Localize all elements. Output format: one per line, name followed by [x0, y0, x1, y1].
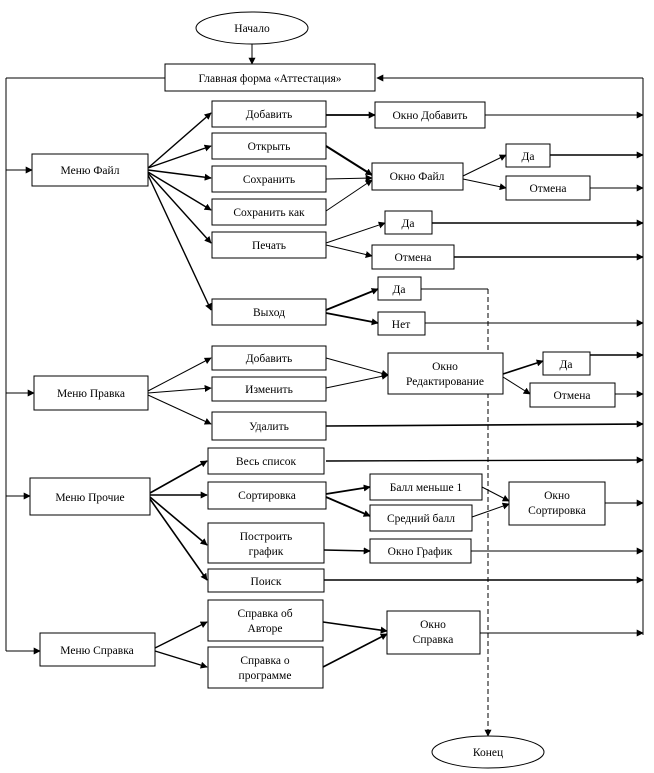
edit-delete-label: Удалить — [249, 421, 289, 433]
sort-label: Сортировка — [238, 490, 296, 502]
edit-yes-node — [542, 351, 591, 376]
start-label: Начало — [234, 23, 270, 35]
print-cancel-label: Отмена — [395, 252, 432, 264]
menu-edit-label: Меню Правка — [57, 388, 125, 400]
window-chart-label: Окно График — [388, 546, 453, 558]
edit-yes-label: Да — [560, 359, 573, 371]
edit-cancel-label: Отмена — [554, 390, 591, 402]
window-add-node — [374, 101, 486, 129]
menu-file-node — [31, 153, 149, 187]
save-as-label: Сохранить как — [233, 207, 305, 219]
edit-change-node — [211, 376, 327, 402]
main-form-label: Главная форма «Аттестация» — [198, 73, 341, 85]
labels: Начало Конец Главная форма «Аттестация» … — [55, 23, 590, 759]
edit-cancel-node — [529, 382, 616, 408]
full-list-label: Весь список — [236, 456, 297, 468]
build-chart-node — [207, 522, 325, 564]
print-yes-label: Да — [402, 218, 415, 230]
sort-node — [207, 481, 327, 510]
file-cancel-node — [505, 175, 591, 201]
edit-delete-node — [211, 411, 327, 441]
avg-score-node — [369, 504, 473, 532]
file-cancel-label: Отмена — [530, 183, 567, 195]
window-chart-node — [369, 538, 472, 564]
help-author-node — [207, 599, 324, 642]
print-label: Печать — [252, 240, 286, 252]
exit-yes-node — [377, 276, 422, 301]
window-sort-node — [508, 481, 606, 526]
score-less-label: Балл меньше 1 — [390, 482, 463, 494]
print-node — [211, 231, 327, 259]
exit-no-label: Нет — [392, 319, 410, 331]
save-as-node — [211, 198, 327, 226]
window-sort-label-2: Сортировка — [528, 505, 586, 517]
exit-label: Выход — [253, 307, 285, 319]
window-help-label-2: Справка — [413, 634, 454, 646]
build-chart-label-1: Построить — [240, 531, 293, 543]
help-author-label-1: Справка об — [237, 608, 292, 620]
help-author-label-2: Авторе — [248, 623, 283, 635]
window-file-node — [371, 162, 464, 191]
exit-no-node — [377, 311, 426, 336]
full-list-node — [207, 447, 325, 475]
window-edit-label-2: Редактирование — [406, 376, 484, 388]
save-node — [211, 165, 327, 193]
window-edit-node — [387, 352, 504, 395]
window-help-node — [386, 610, 481, 655]
connectors — [5, 44, 644, 737]
edit-change-label: Изменить — [245, 384, 293, 396]
add-node — [211, 100, 327, 128]
file-yes-node — [505, 143, 551, 168]
help-program-label-1: Справка о — [240, 655, 290, 667]
window-add-label: Окно Добавить — [392, 110, 467, 122]
start-node — [195, 11, 309, 45]
help-program-label-2: программе — [239, 670, 292, 682]
window-edit-label-1: Окно — [432, 361, 458, 373]
build-chart-label-2: график — [249, 546, 284, 558]
open-label: Открыть — [248, 141, 291, 153]
search-label: Поиск — [251, 576, 282, 588]
exit-yes-label: Да — [393, 284, 406, 296]
avg-score-label: Средний балл — [387, 513, 455, 525]
edit-add-node — [211, 345, 327, 371]
edit-add-label: Добавить — [246, 353, 292, 365]
menu-edit-node — [33, 375, 149, 411]
menu-help-label: Меню Справка — [60, 645, 133, 657]
open-node — [211, 132, 327, 160]
score-less-node — [369, 473, 483, 501]
end-node — [431, 735, 545, 769]
search-node — [207, 568, 325, 593]
file-yes-label: Да — [522, 151, 535, 163]
menu-other-label: Меню Прочие — [55, 492, 124, 504]
window-help-label-1: Окно — [420, 619, 446, 631]
window-sort-label-1: Окно — [544, 490, 570, 502]
save-label: Сохранить — [243, 174, 295, 186]
print-yes-node — [384, 210, 433, 235]
menu-help-node — [39, 632, 156, 667]
exit-node — [211, 298, 327, 326]
help-program-node — [207, 646, 324, 689]
menu-file-label: Меню Файл — [61, 165, 120, 177]
add-label: Добавить — [246, 109, 292, 121]
main-form-node — [164, 63, 376, 92]
end-label: Конец — [473, 747, 503, 759]
nodes — [29, 11, 616, 769]
print-cancel-node — [371, 244, 455, 270]
menu-other-node — [29, 477, 151, 516]
window-file-label: Окно Файл — [390, 171, 445, 183]
